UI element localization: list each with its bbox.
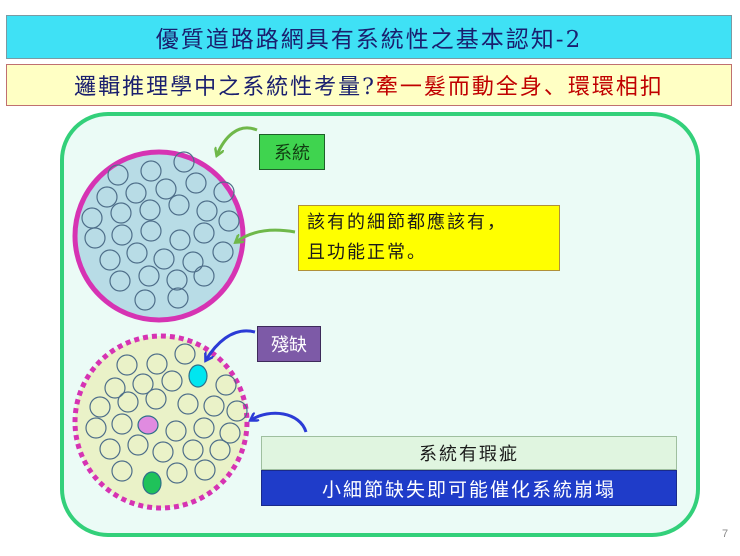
arrow-flawed-label [251,411,308,433]
missing-element-pink [137,415,159,435]
subtitle-idiom: 牽一髮而動全身、環環相扣 [375,75,664,100]
label-details-line1: 該有的細節都應該有， [307,212,507,233]
defective-system-circle [72,333,250,511]
label-system: 系統 [259,134,325,170]
label-collapse: 小細節缺失即可能催化系統崩塌 [261,470,677,506]
page-number: 7 [722,528,729,540]
subtitle-question: 邏輯推理學中之系統性考量? [74,75,376,100]
arrow-details-label [236,228,296,242]
complete-system-circle [72,149,246,323]
missing-element-cyan [188,364,208,388]
label-defect: 殘缺 [257,326,321,362]
label-details: 該有的細節都應該有， 且功能正常。 [298,205,560,271]
slide-title: 優質道路路網具有系統性之基本認知-2 [6,15,732,59]
defective-element-grid [85,343,248,484]
slide-subtitle: 邏輯推理學中之系統性考量?牽一髮而動全身、環環相扣 [6,64,732,106]
label-details-line2: 且功能正常。 [307,242,427,263]
label-flawed-system: 系統有瑕疵 [261,436,677,470]
system-element-grid [81,151,240,311]
arrow-defect-label [206,329,256,360]
missing-element-green [142,471,162,495]
slide-title-text: 優質道路路網具有系統性之基本認知-2 [155,27,583,53]
arrow-system-label [217,126,258,155]
